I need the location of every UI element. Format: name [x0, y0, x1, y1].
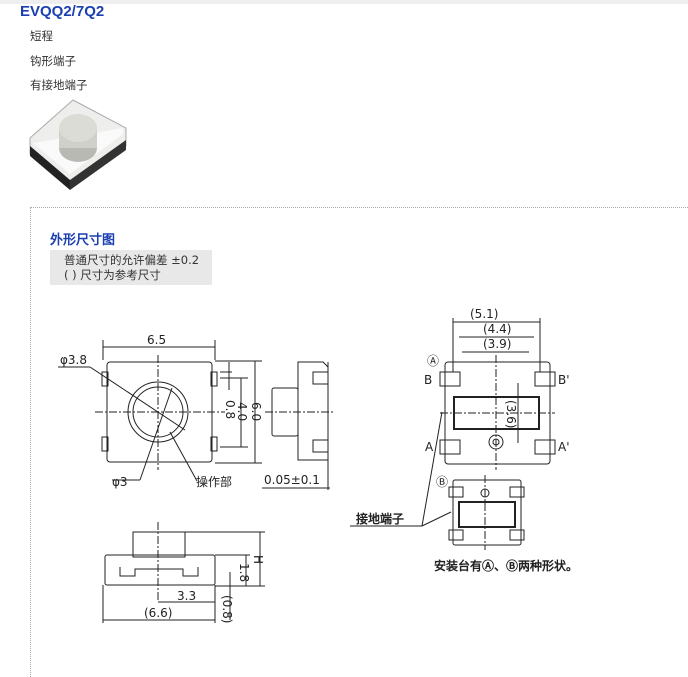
feature-item: 有接地端子	[30, 78, 88, 92]
dim-4-4: (4.4)	[483, 322, 511, 336]
label-a-prime: A'	[558, 440, 570, 454]
feature-item: 钩形端子	[30, 54, 76, 68]
dim-0-8-ref: (0.8)	[220, 595, 234, 623]
section-divider-vertical	[30, 207, 31, 677]
side-tolerance: 0.05±0.1	[264, 473, 320, 487]
section-divider	[30, 207, 688, 208]
dim-phi-inner: φ3	[112, 475, 128, 489]
note-line: ( ) 尺寸为参考尺寸	[64, 268, 161, 282]
dim-width: 6.5	[147, 333, 166, 347]
dim-3-6: (3.6)	[504, 400, 518, 428]
dim-1-8: 1.8	[237, 563, 251, 582]
label-b-circle: Ⓑ	[436, 475, 448, 489]
feature-item: 短程	[30, 29, 53, 43]
pad-view-a	[439, 318, 556, 470]
dim-4-0: 4.0	[235, 402, 249, 421]
top-border	[0, 0, 688, 4]
label-b-prime: B'	[558, 373, 570, 387]
dim-3-9: (3.9)	[483, 337, 511, 351]
dim-6-6: (6.6)	[144, 606, 172, 620]
mount-note: 安装台有Ⓐ、Ⓑ两种形状。	[434, 558, 578, 573]
tolerance-note: 普通尺寸的允许偏差 ±0.2 ( ) 尺寸为参考尺寸	[50, 250, 212, 285]
ground-terminal-label: 接地端子	[356, 511, 404, 526]
product-photo	[29, 99, 127, 190]
section-heading: 外形尺寸图	[50, 233, 116, 248]
dim-6-0: 6.0	[249, 402, 263, 421]
pad-view-b	[350, 411, 525, 550]
dim-H: H	[251, 555, 265, 564]
dim-0-8: 0.8	[223, 400, 237, 419]
dim-phi-outer: φ3.8	[60, 353, 87, 367]
front-view	[58, 340, 262, 482]
dim-3-3: 3.3	[177, 589, 196, 603]
bottom-view	[102, 522, 265, 623]
label-a: A	[425, 440, 434, 454]
note-line: 普通尺寸的允许偏差 ±0.2	[64, 253, 200, 267]
operating-part-label: 操作部	[196, 474, 232, 489]
label-b: B	[424, 373, 432, 387]
dim-5-1: (5.1)	[470, 307, 498, 321]
product-title: EVQQ2/7Q2	[20, 3, 105, 20]
label-a-circle: Ⓐ	[427, 354, 439, 368]
side-view	[262, 361, 335, 490]
